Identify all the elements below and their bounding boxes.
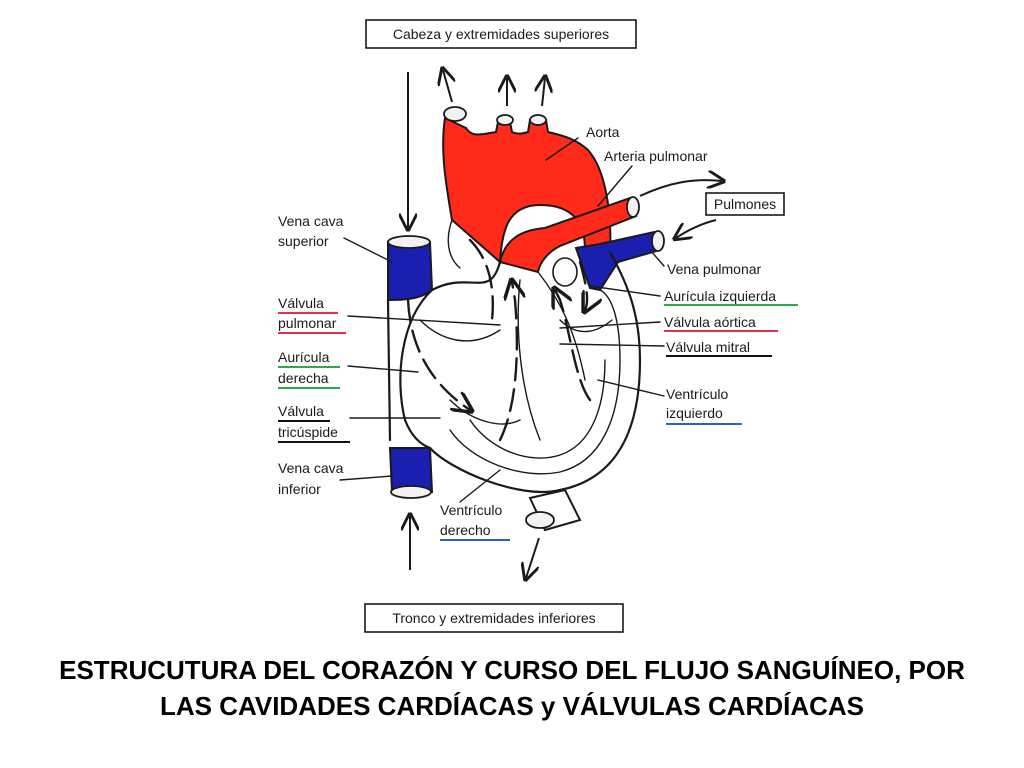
lungs-box: Pulmones	[705, 192, 785, 216]
heart-diagram: Cabeza y extremidades superiores Tronco …	[278, 19, 798, 633]
leader-lines	[339, 137, 665, 503]
flow-arrows	[408, 70, 722, 578]
label-mitral-valve: Válvula mitral	[666, 339, 750, 355]
label-pulmonary-artery: Arteria pulmonar	[604, 148, 708, 164]
trunk-lower-limbs-box: Tronco y extremidades inferiores	[364, 603, 624, 633]
lungs-label: Pulmones	[714, 196, 776, 212]
head-upper-limbs-label: Cabeza y extremidades superiores	[393, 26, 609, 42]
label-right-ventricle-1: Ventrículo	[440, 502, 502, 518]
label-superior-vena-cava-2: superior	[278, 233, 329, 249]
label-inferior-vena-cava-2: inferior	[278, 481, 321, 497]
internal-blood-flow	[406, 238, 590, 442]
label-left-ventricle-2: izquierdo	[666, 405, 723, 421]
descending-aorta-outlet	[525, 488, 582, 532]
label-right-atrium-1: Aurícula	[278, 349, 330, 365]
trunk-lower-limbs-label: Tronco y extremidades inferiores	[392, 610, 595, 626]
label-left-ventricle-1: Ventrículo	[666, 386, 728, 402]
superior-vena-cava	[386, 235, 434, 442]
label-tricuspid-valve-2: tricúspide	[278, 424, 338, 440]
label-inferior-vena-cava-1: Vena cava	[278, 460, 344, 476]
label-left-atrium: Aurícula izquierda	[664, 288, 776, 304]
pulmonary-artery	[498, 196, 640, 274]
head-upper-limbs-box: Cabeza y extremidades superiores	[365, 19, 637, 49]
label-superior-vena-cava-1: Vena cava	[278, 213, 344, 229]
pulmonary-vein	[574, 230, 665, 292]
inferior-vena-cava	[388, 447, 434, 499]
label-aortic-valve: Válvula aórtica	[664, 314, 756, 330]
label-pulmonary-valve-2: pulmonar	[278, 315, 337, 331]
slide-caption: ESTRUCUTURA DEL CORAZÓN Y CURSO DEL FLUJ…	[59, 655, 965, 721]
label-pulmonary-valve-1: Válvula	[278, 295, 324, 311]
label-right-ventricle-2: derecho	[440, 522, 491, 538]
label-aorta: Aorta	[586, 124, 620, 140]
label-pulmonary-vein: Vena pulmonar	[667, 261, 762, 277]
label-right-atrium-2: derecha	[278, 370, 329, 386]
label-tricuspid-valve-1: Válvula	[278, 403, 324, 419]
